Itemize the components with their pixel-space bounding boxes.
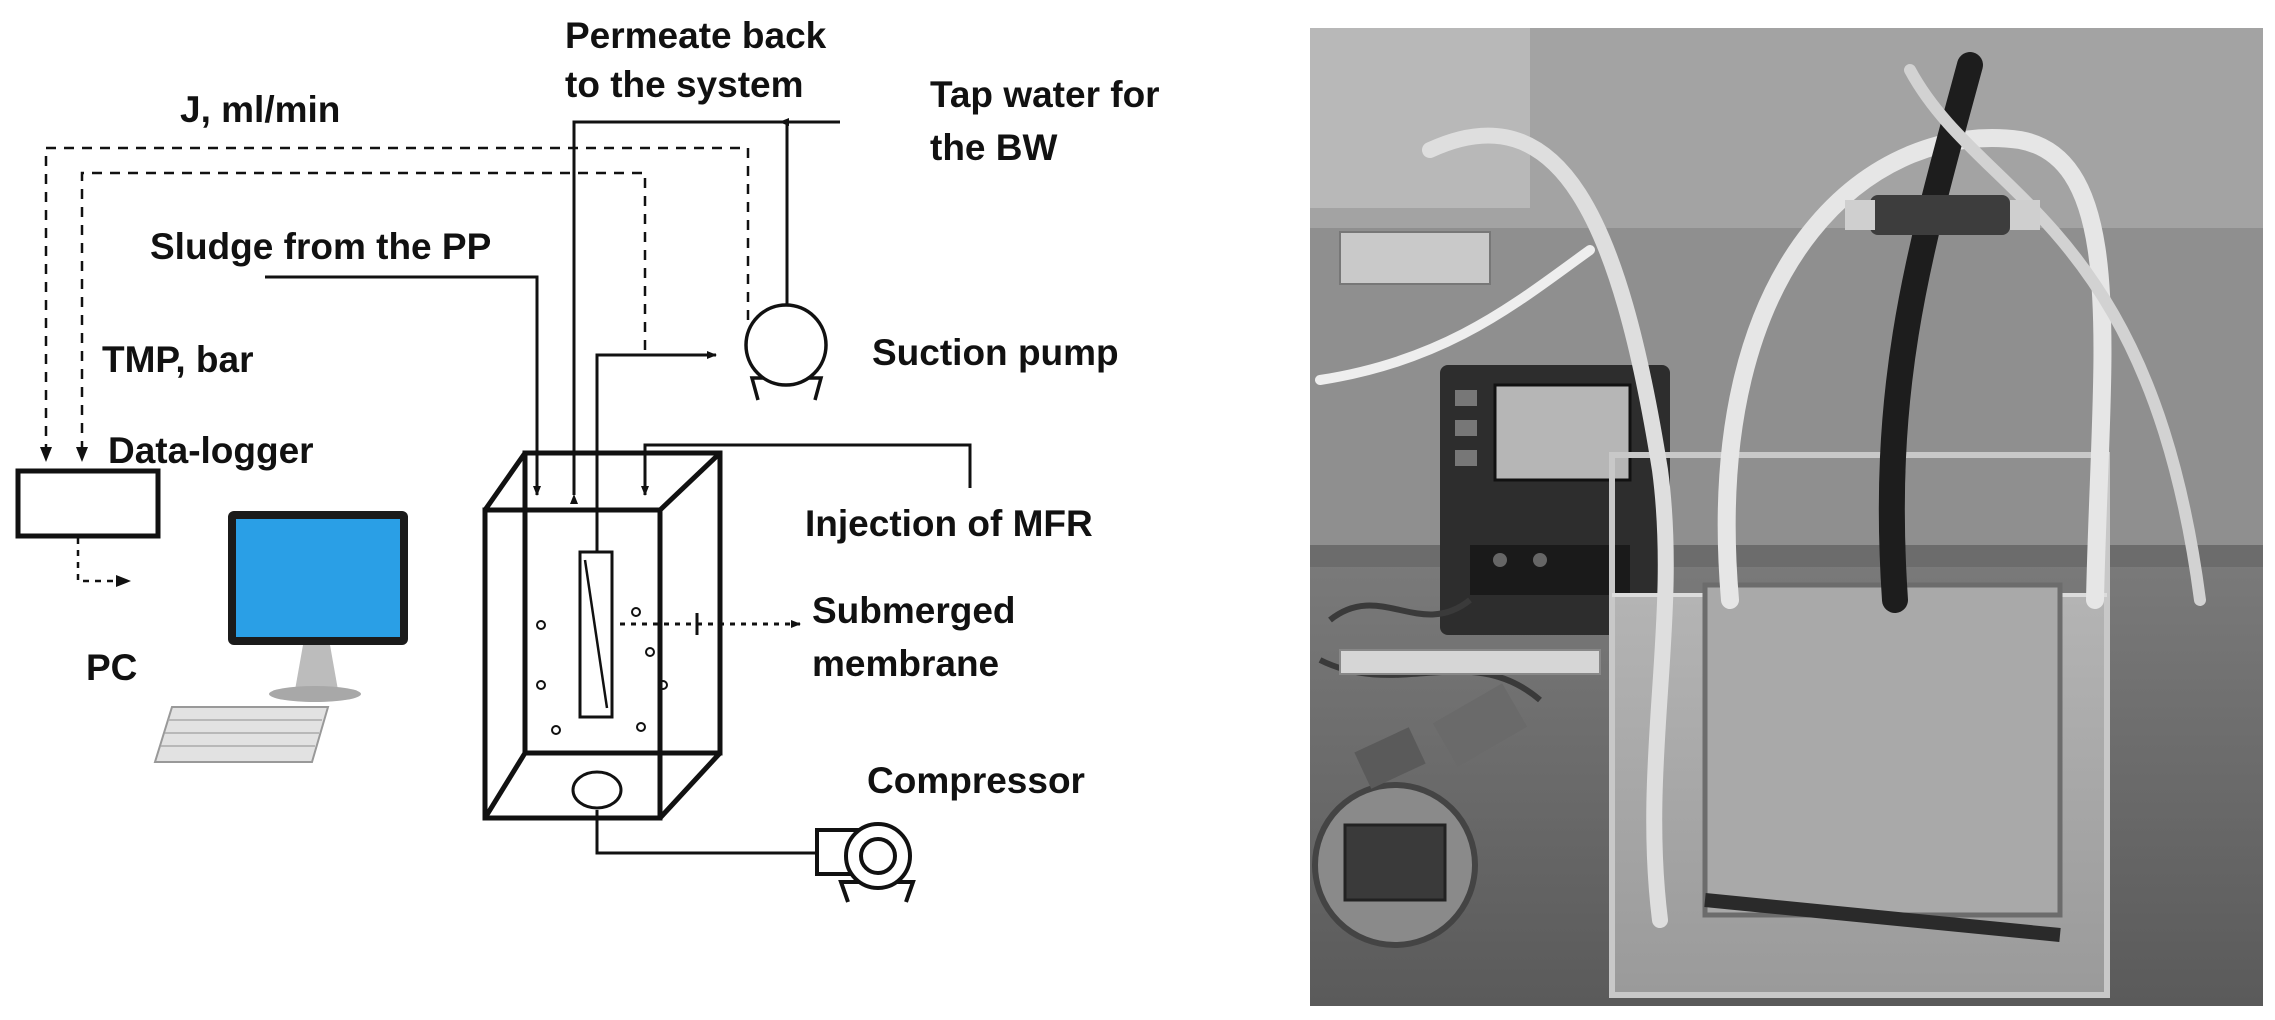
glass-tank <box>1609 452 2110 998</box>
submerged-label-line2: membrane <box>812 643 999 684</box>
mfr-injection-line <box>641 443 972 496</box>
submerged-label-line1: Submerged <box>812 590 1016 631</box>
tap-water-label-line1: Tap water for <box>930 74 1160 115</box>
pc-label: PC <box>86 647 137 688</box>
signal-lines <box>44 146 750 455</box>
logger-to-pc-line <box>76 538 130 583</box>
permeate-label-line2: to the system <box>565 64 804 105</box>
data-logger-label: Data-logger <box>108 430 314 471</box>
sludge-label: Sludge from the PP <box>150 226 491 267</box>
tap-water-label-line2: the BW <box>930 127 1058 168</box>
suction-pump-label: Suction pump <box>872 332 1119 373</box>
permeate-label-line1: Permeate back <box>565 15 827 56</box>
suction-pump-icon <box>744 303 828 401</box>
permeate-return-line <box>570 120 780 504</box>
sludge-feed-line <box>265 275 541 496</box>
compressor-icon <box>815 822 916 903</box>
air-bubbles <box>536 607 668 735</box>
compressor-label: Compressor <box>867 760 1085 801</box>
injection-label: Injection of MFR <box>805 503 1093 544</box>
pressure-transmitter <box>1312 683 1528 948</box>
desktop-computer-icon <box>153 511 408 763</box>
flux-label: J, ml/min <box>180 89 340 130</box>
tubing <box>1315 52 2206 928</box>
process-schematic: Permeate back to the system J, ml/min Ta… <box>15 15 1160 903</box>
reactor-tank <box>482 450 723 821</box>
air-diffuser <box>571 770 623 810</box>
suction-line <box>595 351 717 552</box>
tmp-label: TMP, bar <box>102 339 253 380</box>
experimental-setup-photo <box>1310 28 2263 1006</box>
submerged-membrane-module <box>578 550 614 719</box>
compressor-air-line <box>595 810 817 855</box>
data-logger-box <box>15 468 161 539</box>
